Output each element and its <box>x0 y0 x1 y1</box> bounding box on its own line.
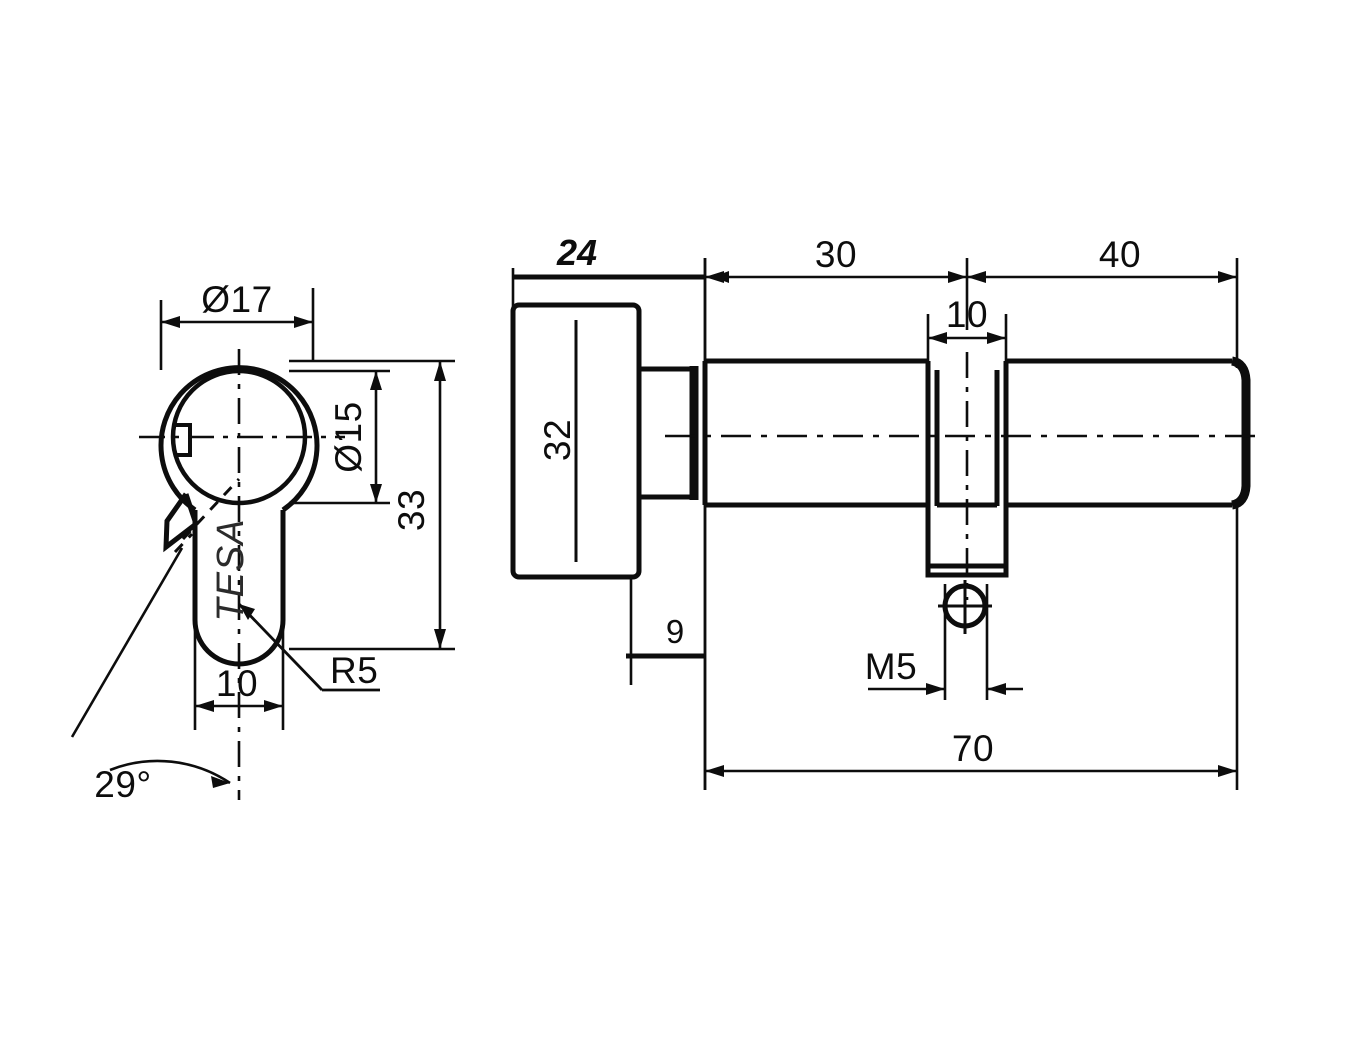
arrow-angle <box>211 776 230 788</box>
cylinder-barrel-right <box>1006 356 1251 510</box>
arrow-left <box>705 271 724 283</box>
arrow-left <box>705 765 724 777</box>
angle-leg-oblique <box>70 547 184 738</box>
brand-label-tesa: TESA <box>210 518 252 621</box>
cylinder-barrel-left <box>702 358 928 508</box>
dimension-thread-m5: M5 <box>865 584 1023 700</box>
dimension-radius-r5: R5 <box>237 603 380 692</box>
dimension-left-30: 30 <box>703 234 969 368</box>
dimension-label-r5: R5 <box>330 650 378 691</box>
arrow-top <box>370 371 382 390</box>
dimension-label-30: 30 <box>815 234 857 275</box>
knob-neck <box>639 366 699 500</box>
dimension-label-dia17: Ø17 <box>201 279 272 320</box>
arrow-bottom <box>370 484 382 503</box>
dimension-angle-29: 29° <box>70 547 231 805</box>
barrel-right-end-cap <box>1230 356 1251 510</box>
internal-dashed-hints <box>173 477 241 554</box>
dimension-label-10-elevation: 10 <box>946 294 988 335</box>
side-elevation-view: 24 32 30 40 <box>510 232 1265 790</box>
section-centre-lines <box>139 349 345 800</box>
arrow-right <box>264 700 283 712</box>
arrow-top <box>434 361 446 381</box>
leader-line <box>237 603 324 691</box>
arrow-right <box>1218 765 1237 777</box>
dimension-label-29deg: 29° <box>94 764 151 805</box>
dimension-dia-inner: Ø15 <box>289 369 390 505</box>
dimension-label-32: 32 <box>537 419 578 461</box>
dimension-label-m5: M5 <box>865 646 917 687</box>
dimension-label-10-section: 10 <box>216 663 258 704</box>
arrow-left <box>967 271 986 283</box>
dimension-width-10: 10 <box>193 600 285 730</box>
dimension-label-24: 24 <box>556 232 597 273</box>
arrow-radius <box>239 604 255 620</box>
key-lever-detail <box>163 492 199 553</box>
dimension-label-9: 9 <box>666 613 684 650</box>
arrow-left <box>928 332 947 344</box>
dimension-label-33: 33 <box>391 489 432 531</box>
cam-outline <box>925 361 1009 578</box>
angle-arc <box>109 759 231 785</box>
dimension-dia-outer: Ø17 <box>159 279 315 370</box>
dimension-height-33: 33 <box>289 359 455 651</box>
arrow-left <box>195 700 214 712</box>
dimension-right-40: 40 <box>967 234 1239 368</box>
arrow-inward-right <box>987 683 1006 695</box>
dimension-label-40: 40 <box>1099 234 1141 275</box>
dimension-overall-70: 70 <box>703 505 1239 790</box>
dimension-label-dia15: Ø15 <box>328 401 369 472</box>
arrow-right <box>1218 271 1237 283</box>
thumbturn-knob <box>510 302 642 580</box>
dimension-cam-10: 10 <box>926 294 1008 366</box>
knob-body <box>510 302 642 580</box>
dimension-label-70: 70 <box>952 728 994 769</box>
keyway-notch <box>176 423 192 457</box>
cross-section-view: Ø17 Ø15 33 <box>70 279 455 805</box>
arrow-bottom <box>434 629 446 649</box>
arrow-right <box>294 316 313 328</box>
arrow-left <box>161 316 180 328</box>
arrow-right <box>987 332 1006 344</box>
arrow-right <box>948 271 967 283</box>
arrow-inward-left <box>926 683 945 695</box>
